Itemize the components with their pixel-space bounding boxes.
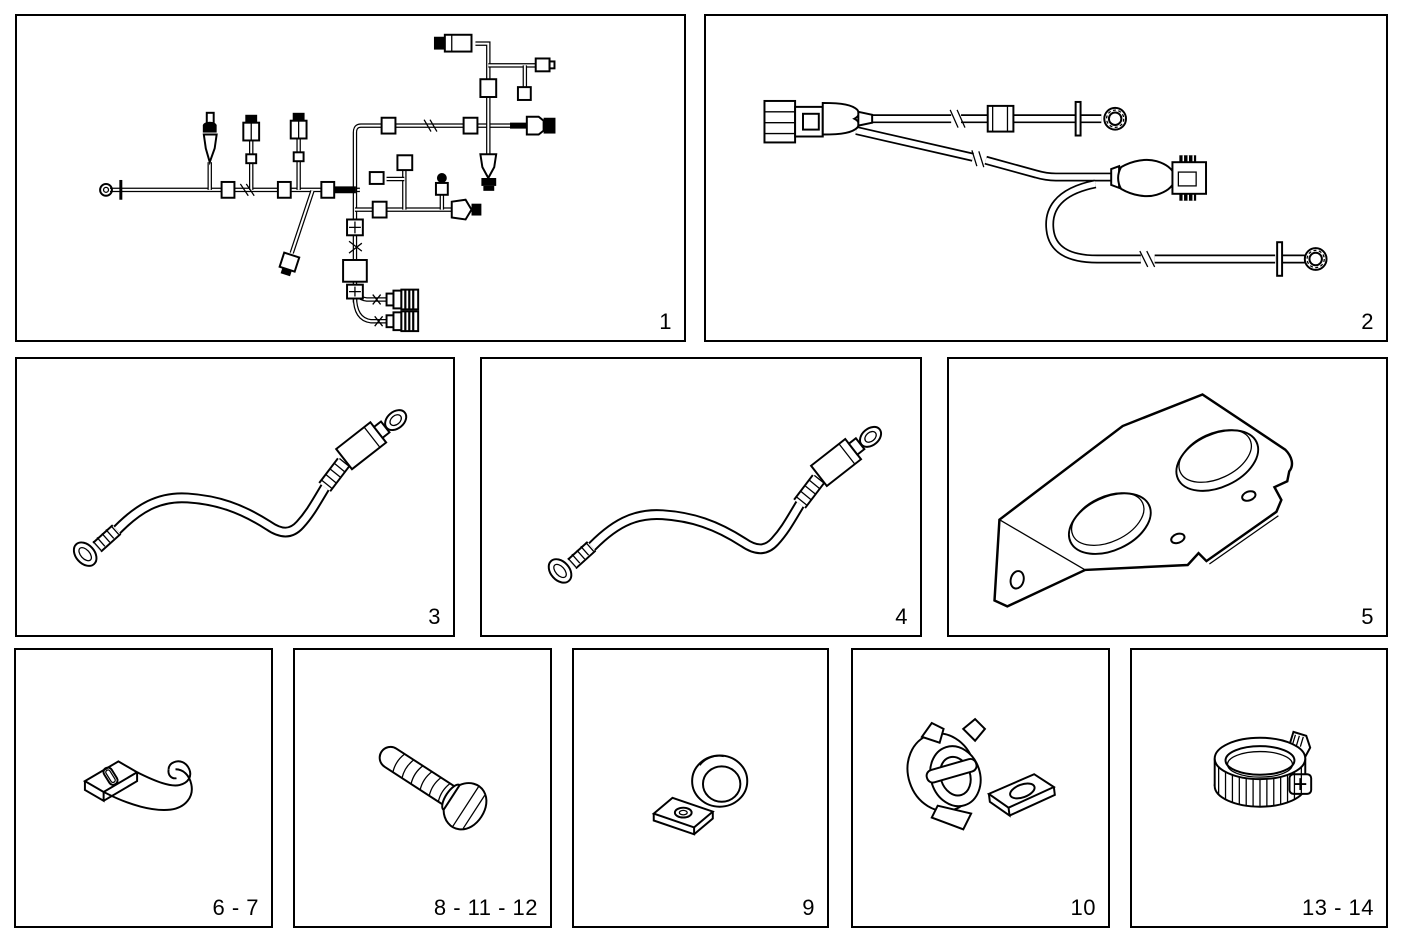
part-number-label: 6 - 7 <box>212 895 259 920</box>
panel-6-7: 6 - 7 <box>14 648 273 928</box>
panel-9: 9 <box>572 648 829 928</box>
panel-4: 4 <box>480 357 922 637</box>
hook-clip-drawing <box>82 760 193 812</box>
part-number-label: 4 <box>895 604 908 629</box>
panel-10: 10 <box>851 648 1110 928</box>
battery-cable-drawing <box>72 409 408 567</box>
part-number-label: 3 <box>428 604 441 629</box>
part-number-label: 8 - 11 - 12 <box>433 895 538 920</box>
part-number-label: 1 <box>659 309 672 334</box>
mounting-bracket-drawing <box>993 393 1294 608</box>
panel-1: 1 <box>15 14 686 342</box>
panel-2: 2 <box>704 14 1388 342</box>
panel-5: 5 <box>947 357 1388 637</box>
p-clamp-drawing <box>651 754 749 836</box>
clamp-collar-drawing <box>1213 730 1313 808</box>
hex-bolt-drawing <box>378 745 488 831</box>
battery-cable-2-drawing <box>547 425 883 584</box>
panel-3: 3 <box>15 357 455 637</box>
cable-holder-drawing <box>906 717 1056 831</box>
part-number-label: 2 <box>1361 309 1374 334</box>
part-number-label: 5 <box>1361 604 1374 629</box>
panel-13-14: 13 - 14 <box>1130 648 1388 928</box>
part-number-label: 10 <box>1070 895 1096 920</box>
engine-wiring-harness-drawing <box>99 33 556 333</box>
part-number-label: 9 <box>802 895 815 920</box>
panel-8-11-12: 8 - 11 - 12 <box>293 648 552 928</box>
cable-assembly-drawing <box>763 99 1328 277</box>
part-number-label: 13 - 14 <box>1302 895 1374 920</box>
